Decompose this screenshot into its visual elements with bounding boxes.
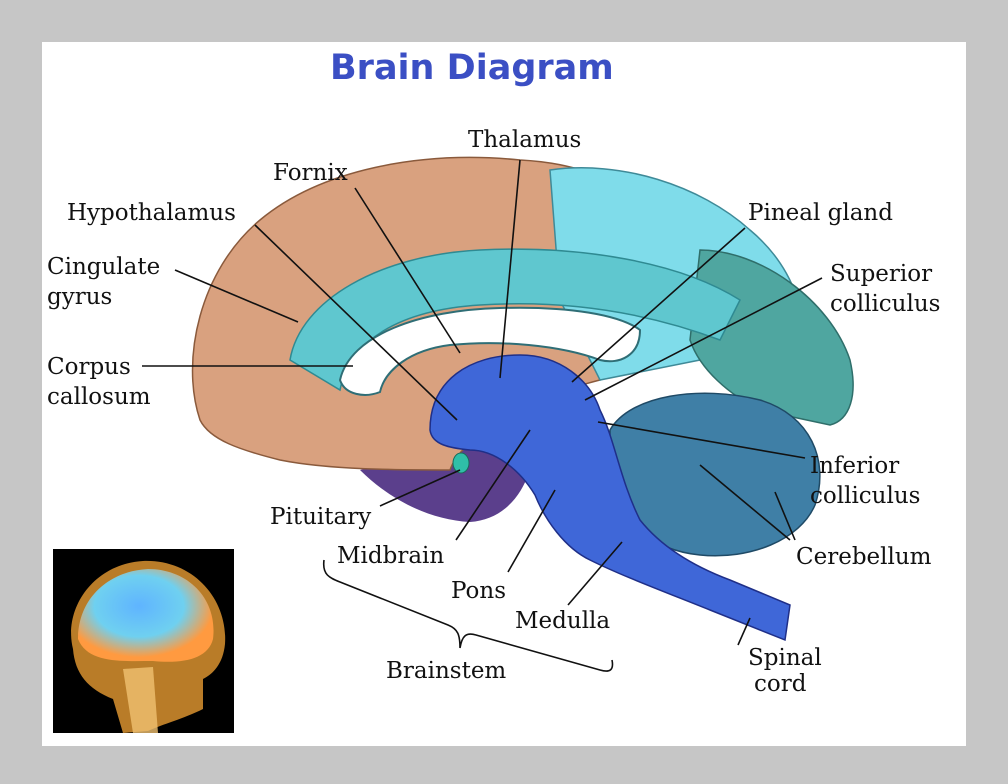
thalamus-line — [499, 159, 521, 379]
corpus-callosum-region — [338, 306, 642, 396]
hypothalamus-label: Hypothalamus — [67, 200, 236, 226]
cingulate-label-2: gyrus — [47, 284, 112, 310]
hypothalamus-line — [254, 224, 458, 421]
spinal-label-2: cord — [754, 671, 807, 697]
cingulate-line — [174, 269, 299, 323]
superior-line — [584, 277, 823, 401]
cerebellum-label: Cerebellum — [796, 544, 932, 570]
pineal-line — [571, 227, 746, 383]
cingulate-label-1: Cingulate — [47, 254, 160, 280]
page-title: Brain Diagram — [330, 48, 614, 88]
pons-label: Pons — [451, 578, 506, 604]
structure-labels: Thalamus Fornix Hypothalamus Cingulate g… — [47, 127, 940, 697]
spinal-line — [737, 617, 751, 646]
pituitary-line — [379, 469, 461, 507]
pituitary-label: Pituitary — [270, 504, 371, 530]
medulla-line — [567, 541, 623, 606]
head-xray-inset-image — [53, 549, 234, 733]
spinal-label-1: Spinal — [748, 645, 822, 671]
cingulate-gyrus-region — [289, 248, 741, 392]
inferior-line — [597, 421, 806, 459]
corpus-label-2: callosum — [47, 384, 151, 410]
fornix-line — [354, 187, 461, 354]
corpus-label-1: Corpus — [47, 354, 131, 380]
brainstem-label: Brainstem — [386, 658, 506, 684]
cerebellum-line-1 — [699, 464, 791, 541]
inferior-label-2: colliculus — [810, 483, 920, 509]
superior-label-2: colliculus — [830, 291, 940, 317]
midbrain-line — [455, 429, 531, 541]
head-xray-brain-icon — [71, 560, 226, 733]
medulla-label: Medulla — [515, 608, 610, 634]
brain-illustration — [191, 156, 854, 642]
superior-label-1: Superior — [830, 261, 932, 287]
cerebellum-line-2 — [774, 491, 796, 541]
leader-lines — [142, 159, 823, 672]
fornix-label: Fornix — [273, 160, 348, 186]
inferior-label-1: Inferior — [810, 453, 899, 479]
pineal-label: Pineal gland — [748, 200, 893, 226]
pons-line — [507, 489, 556, 573]
thalamus-label: Thalamus — [468, 127, 581, 153]
brainstem-bracket — [322, 559, 614, 672]
pituitary-gland-region — [452, 452, 470, 474]
midbrain-label: Midbrain — [337, 543, 444, 569]
brainstem-region — [429, 354, 791, 642]
